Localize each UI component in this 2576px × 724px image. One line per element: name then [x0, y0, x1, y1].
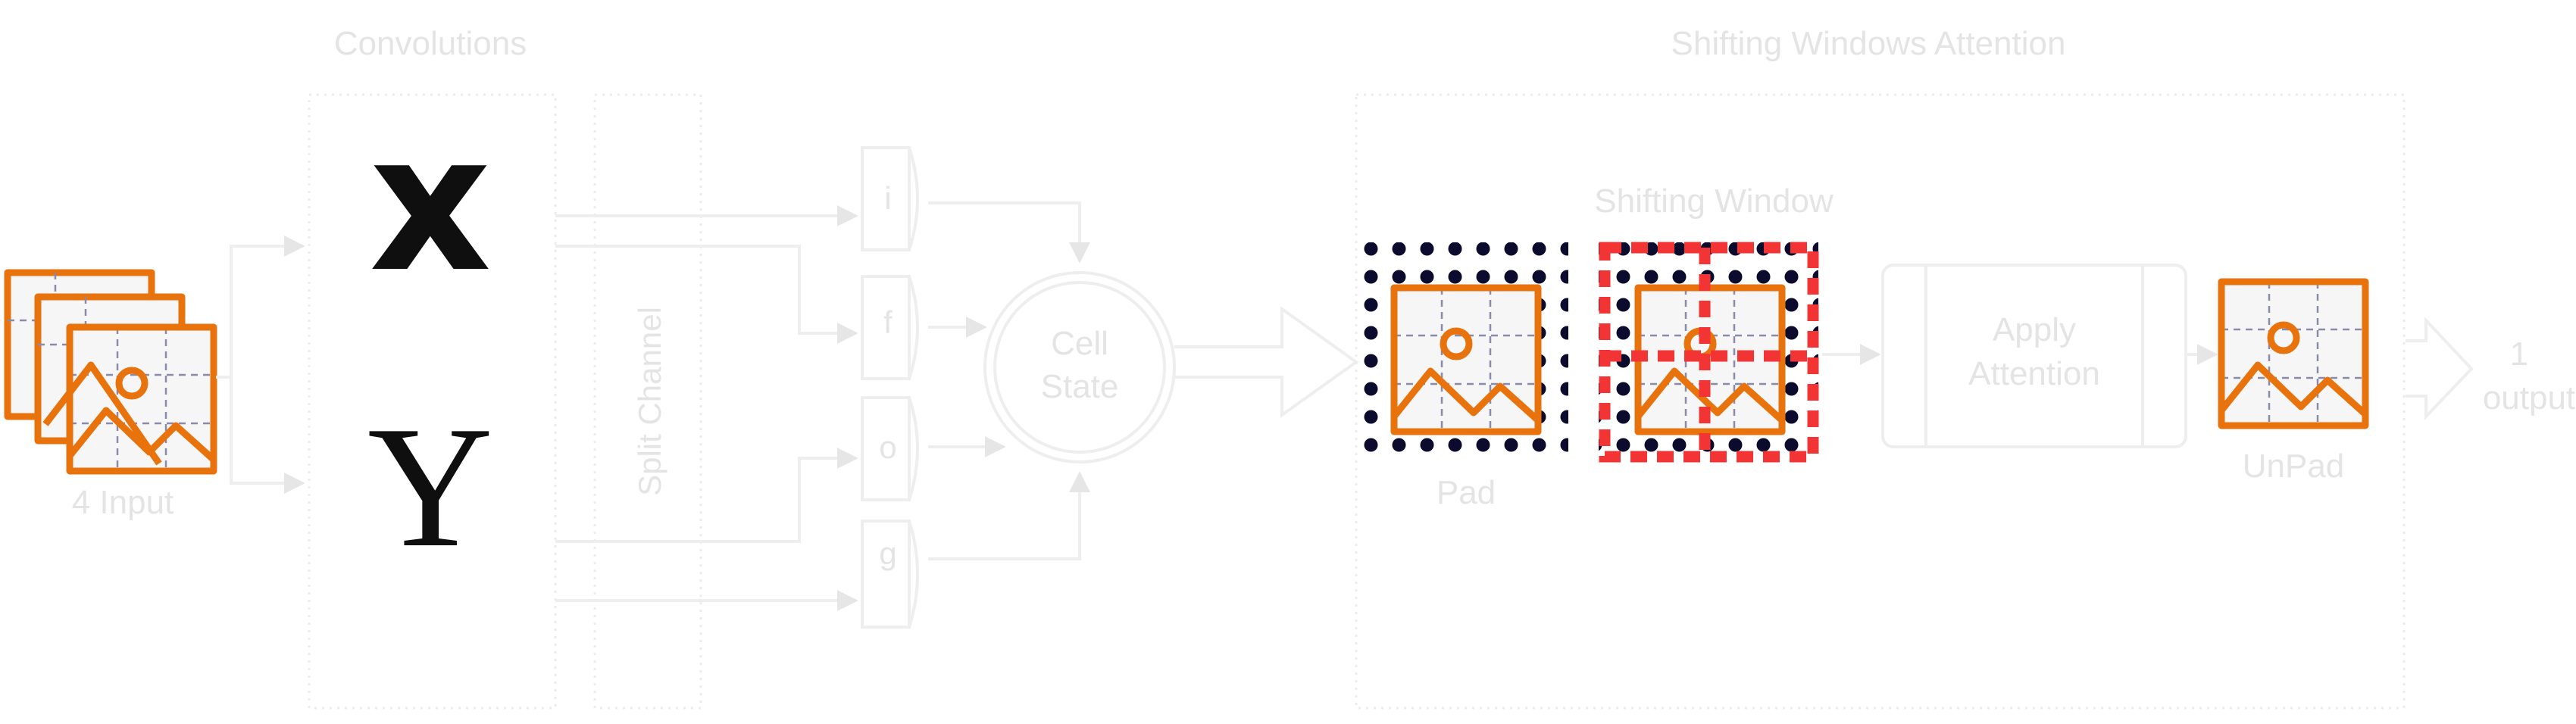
convolutions-box	[308, 93, 557, 710]
attention-title: Shifting Windows Attention	[1671, 25, 2066, 62]
gate-i: i	[861, 146, 919, 251]
output-arrow-icon	[2406, 316, 2474, 420]
split-channel-label: Split Channel	[632, 307, 667, 496]
shift-window-icon	[1599, 242, 1819, 463]
shifting-window-title: Shifting Window	[1594, 183, 1834, 220]
output-count: 1	[2510, 335, 2528, 373]
input-label: 4 Input	[72, 484, 174, 521]
gate-f: f	[861, 275, 919, 380]
svg-text:Cell: Cell	[1051, 325, 1108, 362]
padded-image-icon	[1394, 288, 1538, 432]
image-icon	[70, 327, 214, 471]
svg-text:f: f	[883, 304, 893, 340]
unpad-image-icon	[2221, 282, 2365, 426]
output-label: output	[2483, 379, 2575, 417]
svg-text:i: i	[884, 180, 891, 216]
gate-g: g	[861, 520, 919, 629]
convolutions-title: Convolutions	[334, 25, 527, 62]
gate-o: o	[861, 396, 919, 501]
svg-text:o: o	[879, 429, 896, 465]
input-image-stack	[4, 269, 214, 471]
svg-text:State: State	[1041, 368, 1119, 405]
symbol-x: x	[369, 93, 491, 314]
cell-state-node: Cell State	[983, 271, 1176, 463]
pad-label: Pad	[1436, 474, 1496, 511]
apply-attention-block: Apply Attention	[1881, 264, 2187, 448]
unpad-label: UnPad	[2243, 448, 2345, 485]
svg-text:g: g	[879, 535, 896, 571]
arrow-icon	[1174, 306, 1359, 418]
svg-text:Apply: Apply	[1993, 311, 2076, 348]
attention-box	[1355, 93, 2406, 710]
split-channel-box	[593, 93, 702, 710]
symbol-y: Y	[367, 390, 493, 583]
svg-text:Attention: Attention	[1968, 355, 2100, 392]
